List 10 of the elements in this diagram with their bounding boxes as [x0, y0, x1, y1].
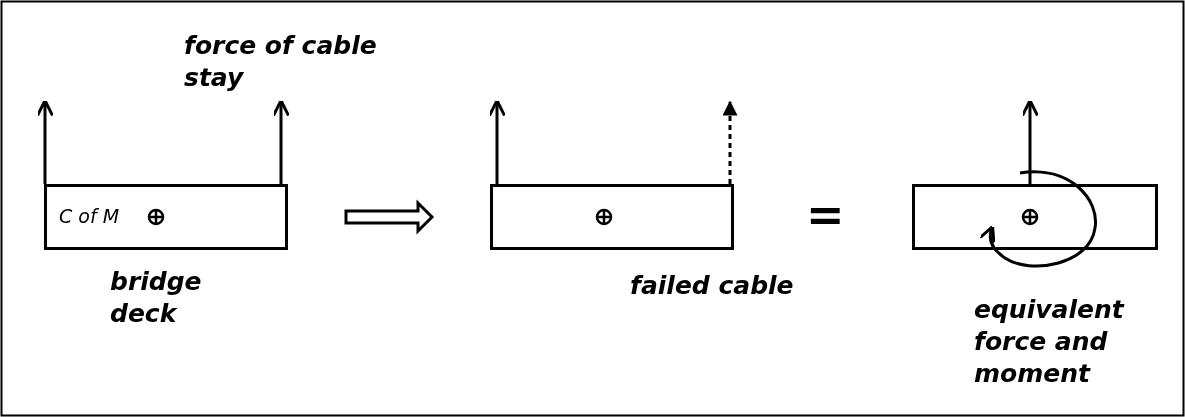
part-label: bridge deck	[110, 266, 203, 330]
equals-sign: =	[806, 190, 846, 240]
deck-box	[912, 184, 1158, 250]
node-label: C of M	[59, 205, 120, 227]
hollow-arrow	[344, 199, 435, 235]
deck-box	[490, 184, 734, 250]
part-label: failed cable	[630, 270, 795, 302]
deck-box	[44, 184, 288, 250]
result-label: equivalent force and moment	[974, 294, 1126, 390]
force-label: force of cable stay	[184, 30, 378, 94]
